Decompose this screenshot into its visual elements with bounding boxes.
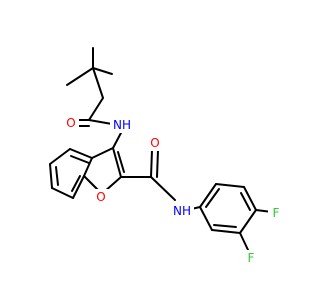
bond-c-methyl-left: [66, 67, 94, 86]
bond-c3-c3a: [91, 147, 114, 159]
bond-c-f-meta: [239, 232, 250, 253]
bond-benz-4: [51, 187, 74, 199]
atom-labels: O NH O O NH F F: [63, 115, 284, 266]
bond-aryl-1-inner: [205, 188, 220, 208]
bond-o-c7a: [83, 175, 99, 191]
bond-benz-5-inner: [71, 175, 81, 192]
bond-aryl-1: [199, 183, 217, 208]
atom-o-amide2: O: [150, 136, 159, 150]
bond-c3-c2-a: [112, 147, 122, 178]
bond-carbonyl2-o-b: [156, 149, 159, 178]
bond-benz-1: [69, 148, 93, 159]
atom-nh-amide1: NH: [113, 118, 131, 132]
bond-carbonyl2-o-a: [150, 149, 153, 178]
molecule-svg: O NH O O NH F F: [49, 47, 284, 266]
atom-o-furan: O: [96, 190, 105, 204]
bond-carbonyl2-nh: [150, 176, 176, 201]
bond-aryl-6: [199, 206, 213, 231]
bond-benz-2: [49, 148, 71, 165]
molecule-diagram: O NH O O NH F F: [49, 47, 284, 266]
bond-benz-5: [72, 175, 85, 199]
bond-aryl-5-inner: [213, 224, 237, 228]
bond-carbonyl1-nh: [88, 119, 113, 125]
atom-f-para: F: [273, 206, 280, 220]
bond-c3-c2-b: [117, 151, 125, 173]
bond-aryl-2: [215, 183, 245, 188]
atom-nh-amide2: NH: [173, 204, 191, 218]
bond-nh-c3: [112, 130, 123, 149]
bond-benz-3-inner: [55, 166, 59, 186]
bond-aryl-4: [239, 209, 257, 234]
bond-benz-1-inner: [70, 155, 90, 164]
bond-c3a-c7a: [83, 157, 93, 177]
atom-o-amide1: O: [66, 116, 75, 130]
bond-benz-3: [49, 163, 53, 189]
bond-aryl-5: [211, 229, 241, 234]
bond-ch2-carbonyl: [88, 97, 104, 121]
bond-c-methyl-right: [92, 67, 113, 75]
bond-aryl-3-inner: [240, 192, 251, 211]
atom-f-meta: F: [248, 251, 255, 265]
bond-quaternary-ch2: [92, 67, 104, 99]
bond-aryl-3: [243, 186, 257, 211]
